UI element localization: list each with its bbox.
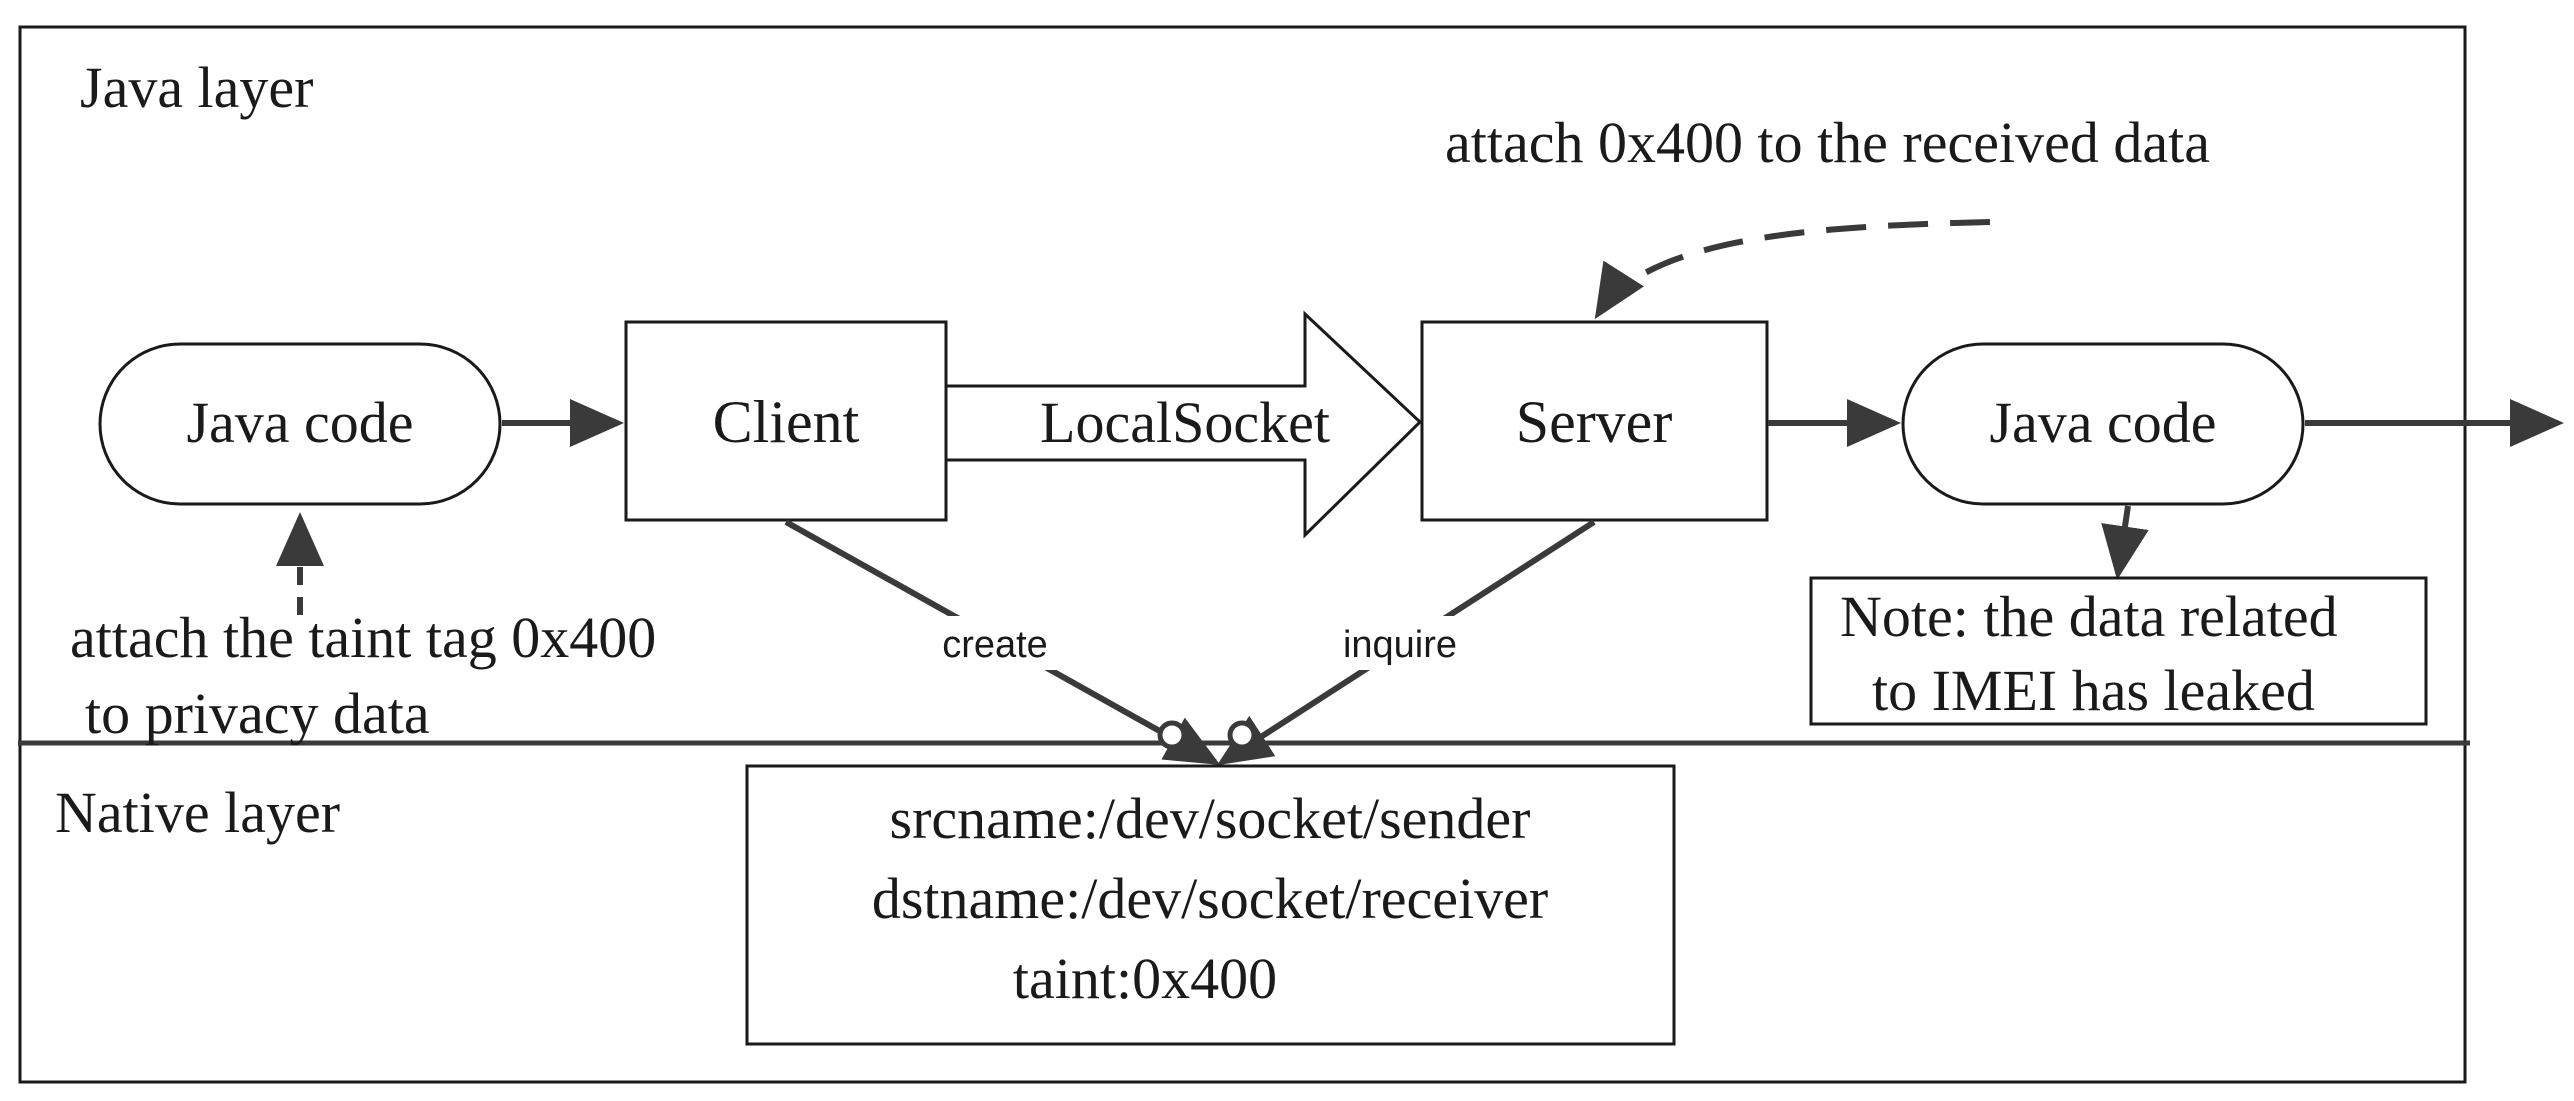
- java-code-left-node: [98, 342, 502, 506]
- crossing-hop-left: [1157, 720, 1187, 750]
- client-node: [624, 320, 948, 522]
- native-record-box: [745, 764, 1676, 1046]
- arrow-javacode-to-note: [2101, 505, 2149, 580]
- server-node: [1420, 320, 1769, 522]
- java-code-left-label: Java code: [186, 390, 413, 455]
- note-line2: to IMEI has leaked: [1872, 658, 2315, 723]
- attach-taint-annotation-line2: to privacy data: [85, 681, 430, 746]
- arrow-attach-to-server: [1594, 219, 1991, 320]
- local-socket-label: LocalSocket: [1040, 390, 1330, 455]
- java-code-right-node: [1901, 342, 2305, 506]
- attach-taint-annotation-line1: attach the taint tag 0x400: [70, 605, 656, 670]
- native-layer-label: Native layer: [55, 780, 340, 845]
- note-line1: Note: the data related: [1840, 584, 2338, 649]
- attach-received-annotation: attach 0x400 to the received data: [1445, 110, 2210, 175]
- java-code-right-label: Java code: [1989, 390, 2216, 455]
- native-taint: taint:0x400: [1013, 946, 1277, 1011]
- note-box: [1809, 576, 2428, 726]
- outer-frame: [18, 25, 2467, 1084]
- server-label: Server: [1516, 389, 1673, 455]
- native-srcname: srcname:/dev/socket/sender: [890, 786, 1531, 851]
- native-dstname: dstname:/dev/socket/receiver: [872, 866, 1548, 931]
- crossing-hop-right: [1227, 720, 1257, 750]
- java-layer-label: Java layer: [80, 55, 313, 120]
- local-socket-arrow: [944, 310, 1423, 539]
- inquire-edge-label: inquire: [1343, 624, 1457, 666]
- inquire-label-bg: [1320, 616, 1480, 670]
- create-label-bg: [930, 616, 1060, 670]
- client-label: Client: [713, 389, 860, 455]
- create-edge-label: create: [942, 624, 1048, 666]
